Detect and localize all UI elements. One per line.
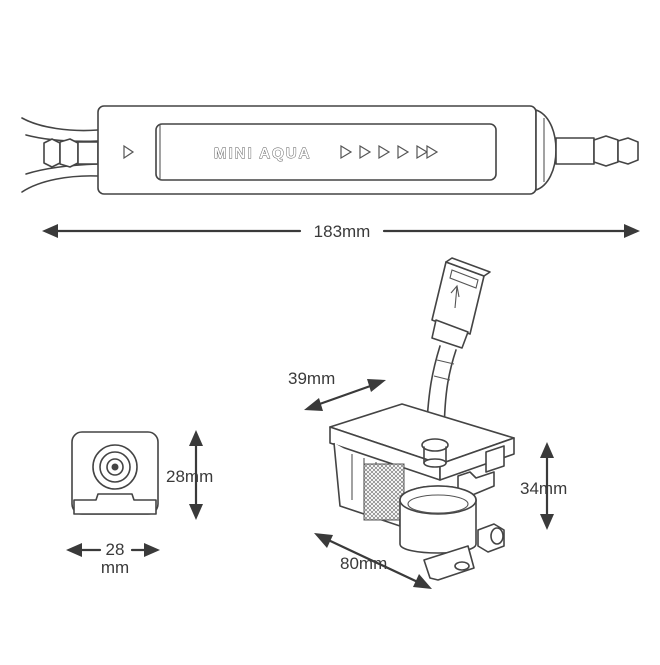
pump-height-dimension: 28mm: [166, 430, 213, 520]
flow-arrow-icon: [123, 144, 135, 160]
pump-width-label-value: 28: [106, 540, 125, 559]
reservoir-depth-dimension: 39mm: [288, 369, 386, 411]
pump-top-view: MINI AQUA: [21, 105, 639, 195]
pump-height-label: 28mm: [166, 467, 213, 486]
reservoir-length-label: 80mm: [340, 554, 387, 573]
length-label-183mm: 183mm: [314, 222, 371, 241]
label-panel: [155, 123, 497, 181]
filter-mesh: [363, 463, 405, 521]
pump-width-dimension: 28 mm: [66, 540, 160, 577]
end-cap: [535, 109, 557, 191]
pump-width-label-unit: mm: [101, 558, 129, 577]
outlet-barb-nozzle: [555, 135, 639, 167]
pump-front-foot: [73, 493, 157, 515]
brand-label: MINI AQUA: [214, 145, 311, 162]
pump-front-view: [71, 431, 159, 515]
reservoir-height-dimension: 34mm: [520, 442, 567, 530]
reservoir-length-dimension: 80mm: [314, 533, 432, 589]
reservoir-height-label: 34mm: [520, 479, 567, 498]
reservoir-pump-cylinder: [399, 485, 477, 554]
reservoir-depth-label: 39mm: [288, 369, 335, 388]
cable-upper: [21, 117, 99, 132]
sensor-connector-plug: [431, 257, 491, 349]
inlet-barb-nozzle: [43, 138, 99, 168]
cable-lower: [21, 175, 99, 193]
length-dimension-183: 183mm: [42, 222, 640, 241]
reservoir-foot: [423, 545, 475, 581]
flow-direction-arrows-icon: [340, 144, 439, 160]
reservoir-unit: [329, 257, 515, 581]
